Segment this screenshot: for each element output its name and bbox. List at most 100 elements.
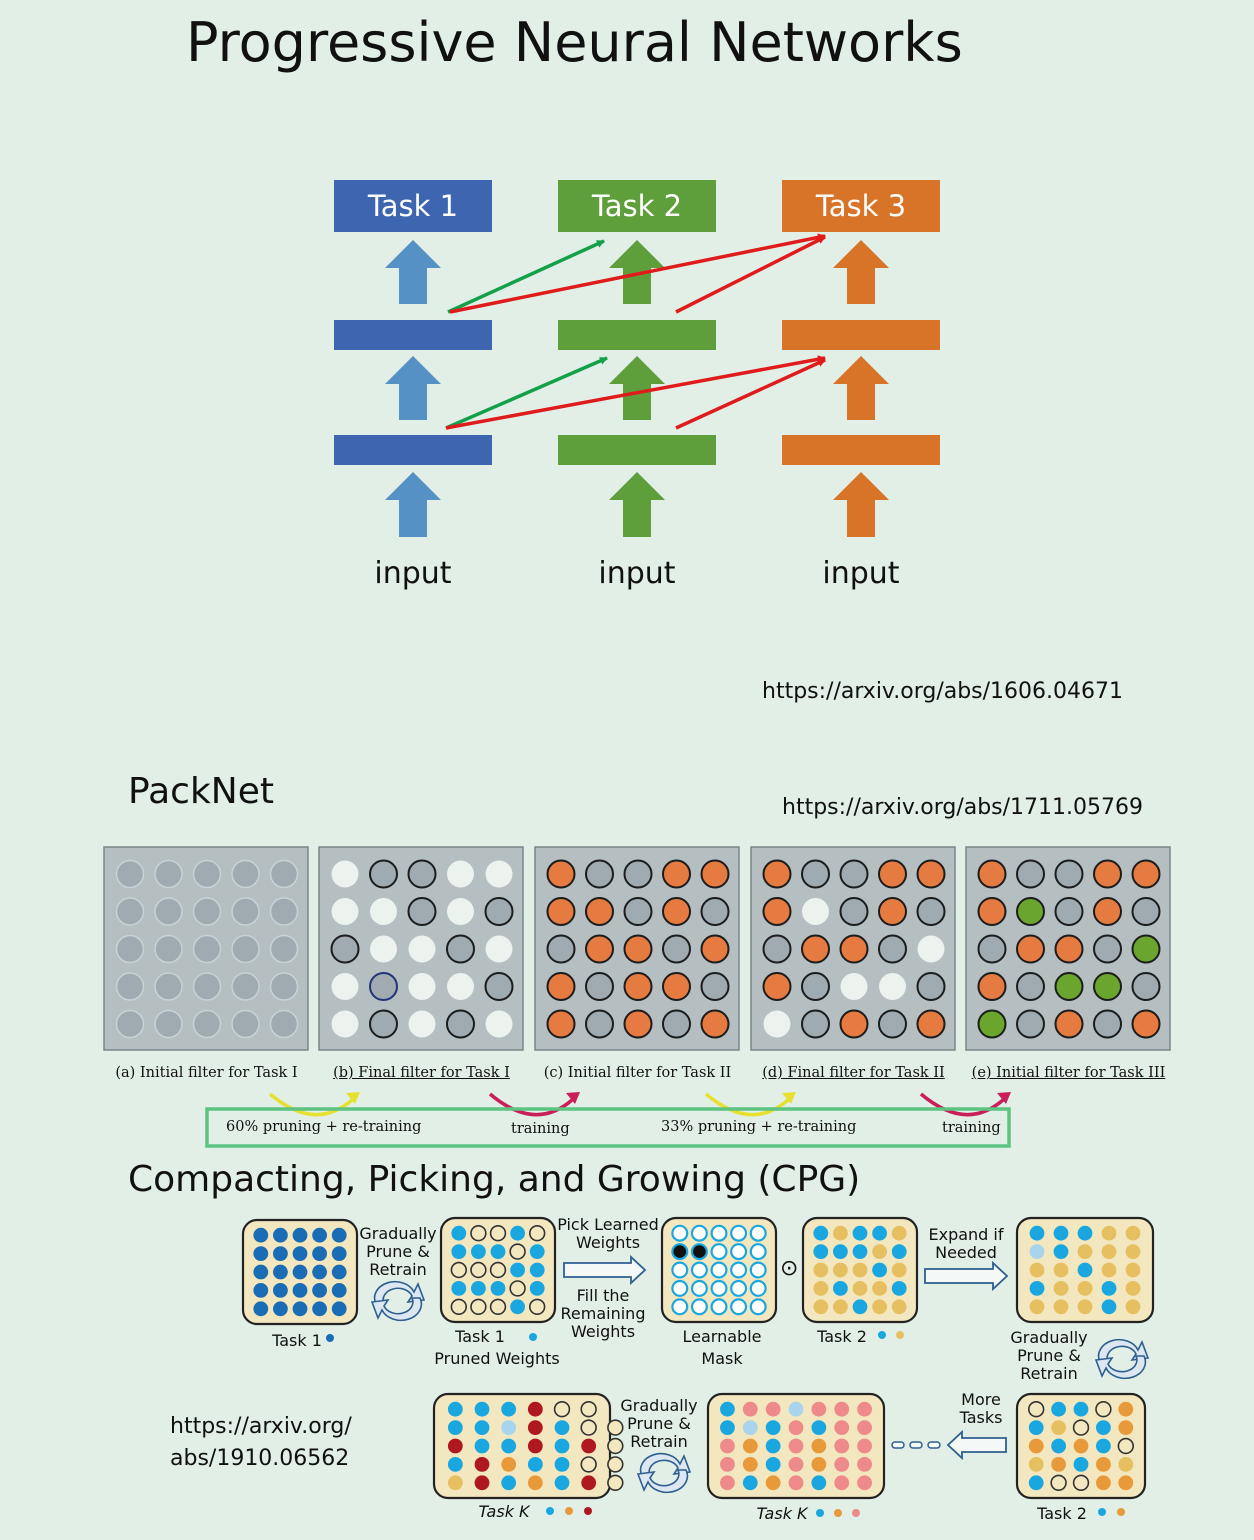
packnet-weight — [331, 860, 359, 888]
cpg-weight — [1029, 1281, 1045, 1296]
cpg-task1-label: Task 1 — [272, 1331, 322, 1350]
cpg-weight — [1050, 1474, 1067, 1491]
input-label-task-2: input — [598, 556, 676, 591]
cpg-weight — [273, 1227, 288, 1243]
cpg-weight — [690, 1298, 708, 1316]
packnet-weight — [977, 1009, 1007, 1039]
cpg-weight — [1077, 1299, 1093, 1315]
cpg-weight — [749, 1298, 767, 1316]
packnet-weight — [585, 1009, 614, 1039]
cpg-weight — [852, 1262, 868, 1278]
cpg-weight — [474, 1438, 490, 1454]
cpg-weight — [1077, 1225, 1093, 1241]
packnet-weight — [977, 859, 1007, 889]
cpg-weight — [253, 1264, 269, 1280]
cpg-cycle-icon-2 — [1094, 1338, 1150, 1380]
packnet-filter-panel-a — [103, 846, 309, 1051]
packnet-weight — [977, 972, 1007, 1001]
cpg-weight — [1096, 1420, 1111, 1435]
cpg-weight — [671, 1298, 689, 1316]
packnet-weight — [878, 934, 907, 964]
cpg-weight — [450, 1298, 467, 1316]
cpg-weight — [1051, 1457, 1066, 1472]
packnet-weight — [623, 1009, 653, 1039]
cpg-weight — [852, 1225, 868, 1241]
pnn-paper-link[interactable]: https://arxiv.org/abs/1606.04671 — [762, 679, 1124, 704]
cpg-weight — [1118, 1457, 1134, 1472]
cpg-weight — [811, 1401, 827, 1417]
task-2-output-box: Task 2 — [558, 180, 716, 232]
cpg-weight — [813, 1281, 829, 1296]
packnet-filter-panel-c — [534, 846, 740, 1051]
packnet-weight — [1016, 972, 1045, 1001]
packnet-weight — [370, 935, 397, 963]
cpg-heading: Compacting, Picking, and Growing (CPG) — [128, 1159, 861, 1200]
cpg-weight — [833, 1281, 848, 1296]
cpg-weight — [813, 1244, 829, 1259]
cpg-weight — [1101, 1244, 1117, 1259]
cpg-weight — [833, 1262, 848, 1278]
cpg-weight — [1101, 1262, 1117, 1278]
cpg-weight — [1053, 1299, 1069, 1315]
cpg-weight — [580, 1419, 597, 1436]
page-title: Progressive Neural Networks — [186, 11, 963, 74]
packnet-step-training-2: training — [942, 1120, 1001, 1136]
packnet-weight — [623, 934, 653, 964]
cpg-weight — [857, 1457, 872, 1472]
cpg-weight — [720, 1475, 735, 1491]
packnet-weight — [1131, 1009, 1161, 1039]
packnet-weight — [1093, 897, 1122, 926]
packnet-weight — [662, 1009, 691, 1039]
cpg-weight — [501, 1438, 517, 1454]
cpg-weight — [710, 1224, 728, 1242]
cpg-taskK-legend-dot-b — [565, 1507, 573, 1515]
packnet-weight — [763, 1010, 791, 1038]
packnet-paper-link[interactable]: https://arxiv.org/abs/1711.05769 — [782, 795, 1144, 820]
cpg-prune-retrain-label-2: Gradually Prune & Retrain — [1010, 1328, 1088, 1383]
cpg-weight — [490, 1281, 506, 1296]
cpg-weight — [471, 1244, 486, 1259]
packnet-step-training-1: training — [511, 1121, 570, 1137]
cpg-prune-retrain-label-3: Gradually Prune & Retrain — [620, 1396, 698, 1451]
cpg-weight — [470, 1298, 487, 1316]
pnn-up-arrow-task3-1 — [833, 240, 889, 304]
packnet-weight — [154, 972, 183, 1001]
pnn-layer-task1-h1 — [334, 435, 492, 465]
cpg-weight — [501, 1401, 517, 1417]
packnet-weight — [878, 897, 907, 926]
packnet-weight — [1016, 897, 1045, 926]
cpg-weight — [447, 1438, 463, 1454]
input-label-task-1: input — [374, 556, 452, 591]
cpg-weight — [872, 1262, 887, 1278]
packnet-weight — [700, 1009, 730, 1039]
cpg-weight — [1125, 1244, 1141, 1259]
lateral-t1-to-t2-bottom — [445, 356, 608, 430]
cpg-weight — [857, 1420, 872, 1435]
cpg-weight — [292, 1246, 308, 1261]
packnet-weight — [192, 897, 222, 926]
cpg-weight — [749, 1224, 767, 1242]
packnet-transition-b-c-head — [566, 1092, 580, 1104]
cpg-weight — [527, 1438, 543, 1454]
cpg-paper-link[interactable]: https://arxiv.org/ abs/1910.06562 — [170, 1414, 352, 1471]
cpg-cycle-icon-3 — [636, 1452, 692, 1494]
cpg-weight — [1051, 1401, 1066, 1417]
packnet-weight — [231, 897, 260, 926]
cpg-weight — [1077, 1262, 1093, 1278]
packnet-transition-c-d-head — [782, 1092, 796, 1104]
cpg-weight — [690, 1279, 708, 1297]
cpg-weight — [451, 1244, 467, 1259]
packnet-figure — [103, 846, 1171, 1148]
cpg-weight — [1118, 1475, 1134, 1491]
cpg-weight — [331, 1283, 347, 1298]
packnet-transition-c-d — [704, 1092, 790, 1117]
cpg-weight — [447, 1420, 463, 1435]
cpg-weight — [730, 1261, 748, 1279]
cpg-weight — [742, 1475, 758, 1491]
cpg-learnable-mask-label: Learnable Mask — [682, 1327, 762, 1368]
cpg-weight — [765, 1420, 781, 1435]
pnn-up-arrow-task1-2 — [385, 356, 441, 420]
cpg-weight — [671, 1279, 689, 1297]
pnn-up-arrow-task1-1 — [385, 240, 441, 304]
cpg-expand-arrow — [924, 1260, 1009, 1292]
